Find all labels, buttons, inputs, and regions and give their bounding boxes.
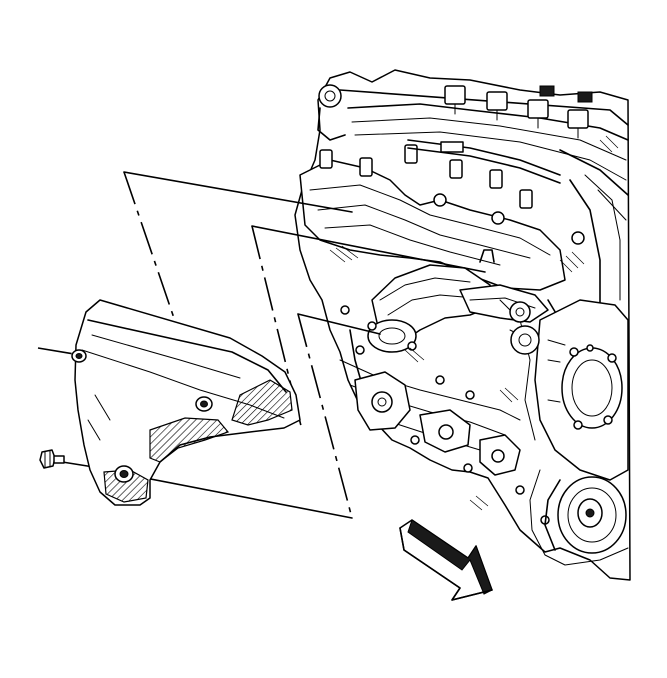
centerline-upper-left [37,347,87,357]
leader-line-lower [297,313,381,335]
shield-mount-hole-middle [195,396,213,412]
leader-line-bottom [124,473,353,519]
engine-shading [329,135,619,511]
front-of-vehicle-arrow [399,519,493,601]
intake-manifold [299,139,585,291]
leader-line-upper [123,171,353,213]
leader-line-middle [251,225,486,273]
exhaust-manifold-heat-shield [71,299,301,506]
crankshaft-pulley [529,469,629,566]
timing-cover [509,299,629,481]
heat-shield-bolt [39,449,65,469]
engine-assembly [294,69,631,581]
engine-block [339,299,566,525]
shield-mount-hole-upper [71,349,87,363]
shield-mount-hole-lower [114,465,134,483]
valve-cover [317,84,629,321]
leader-line-lower-drop [297,313,353,519]
